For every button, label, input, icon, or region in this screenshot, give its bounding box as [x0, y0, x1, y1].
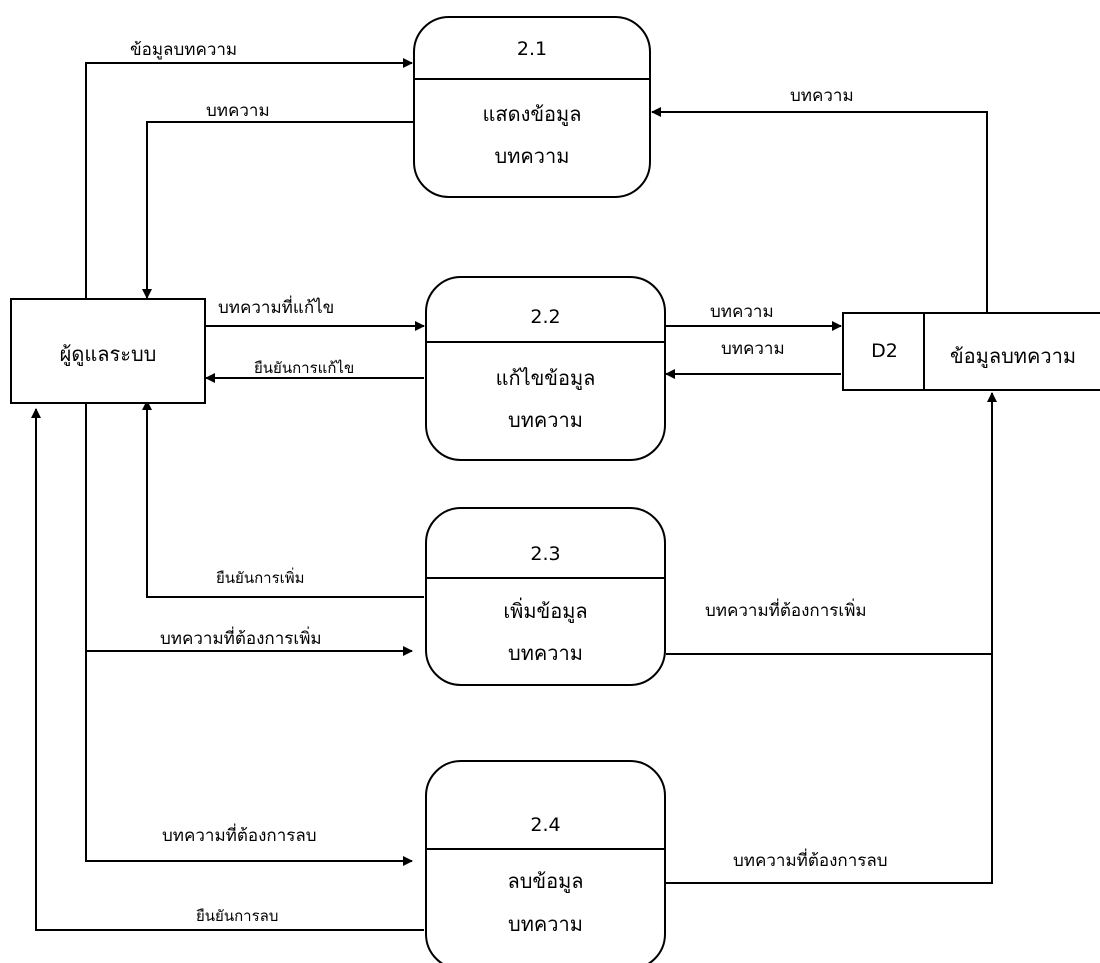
flow-label: บทความที่ต้องการเพิ่ม: [160, 629, 322, 649]
process-id: 2.1: [516, 38, 548, 60]
datastore-id: D2: [871, 340, 898, 362]
flow-label: บทความ: [710, 302, 774, 322]
process-2-4: 2.4 ลบข้อมูล บทความ: [425, 760, 666, 963]
process-2-1: 2.1 แสดงข้อมูล บทความ: [413, 16, 651, 198]
process-name-line2: บทความ: [508, 408, 583, 432]
flow-label: บทความที่แก้ไข: [218, 298, 335, 318]
flow-2-1-to-entity: [142, 121, 414, 299]
process-name-line1: แก้ไขข้อมูล: [495, 366, 596, 390]
flow-label: บทความ: [721, 339, 785, 359]
flow-label: บทความที่ต้องการเพิ่ม: [705, 601, 867, 621]
process-divider: [427, 341, 664, 343]
flow-2-3-to-entity: [142, 400, 424, 598]
flow-label: บทความ: [790, 86, 854, 106]
flow-label: ยืนยันการลบ: [196, 907, 279, 925]
datastore-name: ข้อมูลบทความ: [949, 344, 1077, 368]
process-divider: [415, 78, 649, 80]
process-id: 2.4: [530, 814, 561, 836]
process-divider: [427, 848, 664, 850]
entity-branch-line: [85, 404, 413, 866]
process-name-line1: ลบข้อมูล: [507, 869, 584, 893]
flow-label: ยืนยันการเพิ่ม: [216, 569, 305, 587]
flow-label: บทความที่ต้องการลบ: [733, 851, 888, 871]
process-id: 2.2: [530, 306, 561, 328]
flow-2-4-to-entity: [31, 408, 424, 931]
process-name-line2: บทความ: [494, 144, 570, 168]
process-name-line2: บทความ: [508, 912, 583, 936]
process-name-line1: แสดงข้อมูล: [482, 102, 582, 126]
flow-2-4-to-d2: [666, 654, 993, 884]
flow-d2-to-2-1: [651, 107, 988, 313]
flow-label: บทความ: [206, 101, 270, 121]
process-name-line1: เพิ่มข้อมูล: [503, 599, 588, 623]
entity-label: ผู้ดูแลระบบ: [59, 342, 157, 366]
process-id: 2.3: [530, 543, 561, 565]
flow-label: บทความที่ต้องการลบ: [162, 826, 317, 846]
flow-label: ข้อมูลบทความ: [130, 40, 238, 60]
flow-label: ยืนยันการแก้ไข: [254, 359, 355, 377]
flow-entity-to-2-1: [85, 58, 413, 298]
process-2-2: 2.2 แก้ไขข้อมูล บทความ: [425, 276, 666, 461]
datastore-outline: [842, 312, 1100, 391]
process-name-line2: บทความ: [508, 641, 583, 665]
external-entity-admin: ผู้ดูแลระบบ: [10, 298, 206, 404]
process-divider: [427, 577, 664, 579]
process-2-3: 2.3 เพิ่มข้อมูล บทความ: [425, 507, 666, 686]
